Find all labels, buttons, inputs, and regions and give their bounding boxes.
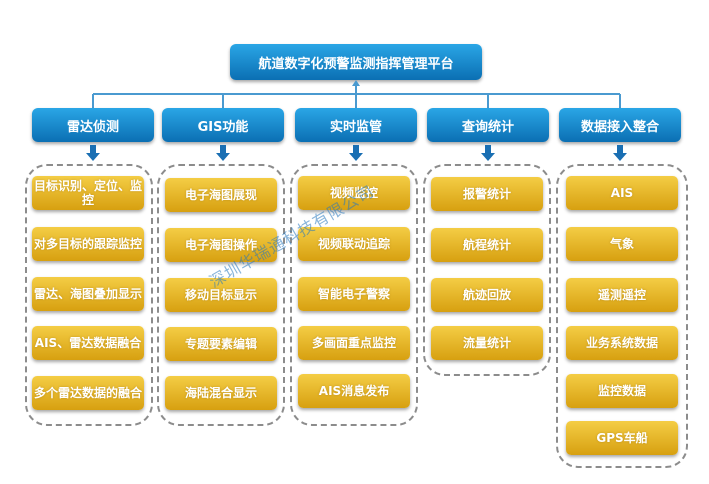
category-query: 查询统计 <box>427 108 549 142</box>
item-video-monitor: 视频监控 <box>298 176 410 210</box>
group-query <box>423 164 551 376</box>
item-moving-target: 移动目标显示 <box>165 278 277 312</box>
item-feature-edit: 专题要素编辑 <box>165 327 277 361</box>
item-chart-operation: 电子海图操作 <box>165 228 277 262</box>
item-weather: 气象 <box>566 227 678 261</box>
item-video-tracking: 视频联动追踪 <box>298 227 410 261</box>
down-arrow-icon <box>86 145 100 161</box>
item-gps-vehicle: GPS车船 <box>566 421 678 455</box>
item-ais-message: AIS消息发布 <box>298 374 410 408</box>
group-data <box>556 164 688 468</box>
item-land-sea-display: 海陆混合显示 <box>165 376 277 410</box>
item-voyage-stats: 航程统计 <box>431 228 543 262</box>
item-flow-stats: 流量统计 <box>431 326 543 360</box>
group-gis <box>157 164 285 426</box>
item-ais: AIS <box>566 176 678 210</box>
down-arrow-icon <box>349 145 363 161</box>
item-alarm-stats: 报警统计 <box>431 177 543 211</box>
item-ais-radar-fusion: AIS、雷达数据融合 <box>32 326 144 360</box>
down-arrow-icon <box>613 145 627 161</box>
category-gis: GIS功能 <box>162 108 284 142</box>
platform-title: 航道数字化预警监测指挥管理平台 <box>230 44 482 80</box>
item-chart-display: 电子海图展现 <box>165 178 277 212</box>
item-target-recognition: 目标识别、定位、监控 <box>32 176 144 210</box>
down-arrow-icon <box>216 145 230 161</box>
item-multi-target-tracking: 对多目标的跟踪监控 <box>32 227 144 261</box>
group-realtime <box>290 164 418 426</box>
category-realtime: 实时监管 <box>295 108 417 142</box>
item-track-playback: 航迹回放 <box>431 278 543 312</box>
item-smart-police: 智能电子警察 <box>298 277 410 311</box>
down-arrow-icon <box>481 145 495 161</box>
item-multi-radar-fusion: 多个雷达数据的融合 <box>32 376 144 410</box>
item-monitor-data: 监控数据 <box>566 374 678 408</box>
group-radar <box>25 164 153 426</box>
item-telemetry: 遥测遥控 <box>566 278 678 312</box>
item-radar-chart-overlay: 雷达、海图叠加显示 <box>32 277 144 311</box>
item-multi-screen: 多画面重点监控 <box>298 326 410 360</box>
category-radar: 雷达侦测 <box>32 108 154 142</box>
item-business-data: 业务系统数据 <box>566 326 678 360</box>
category-data: 数据接入整合 <box>559 108 681 142</box>
